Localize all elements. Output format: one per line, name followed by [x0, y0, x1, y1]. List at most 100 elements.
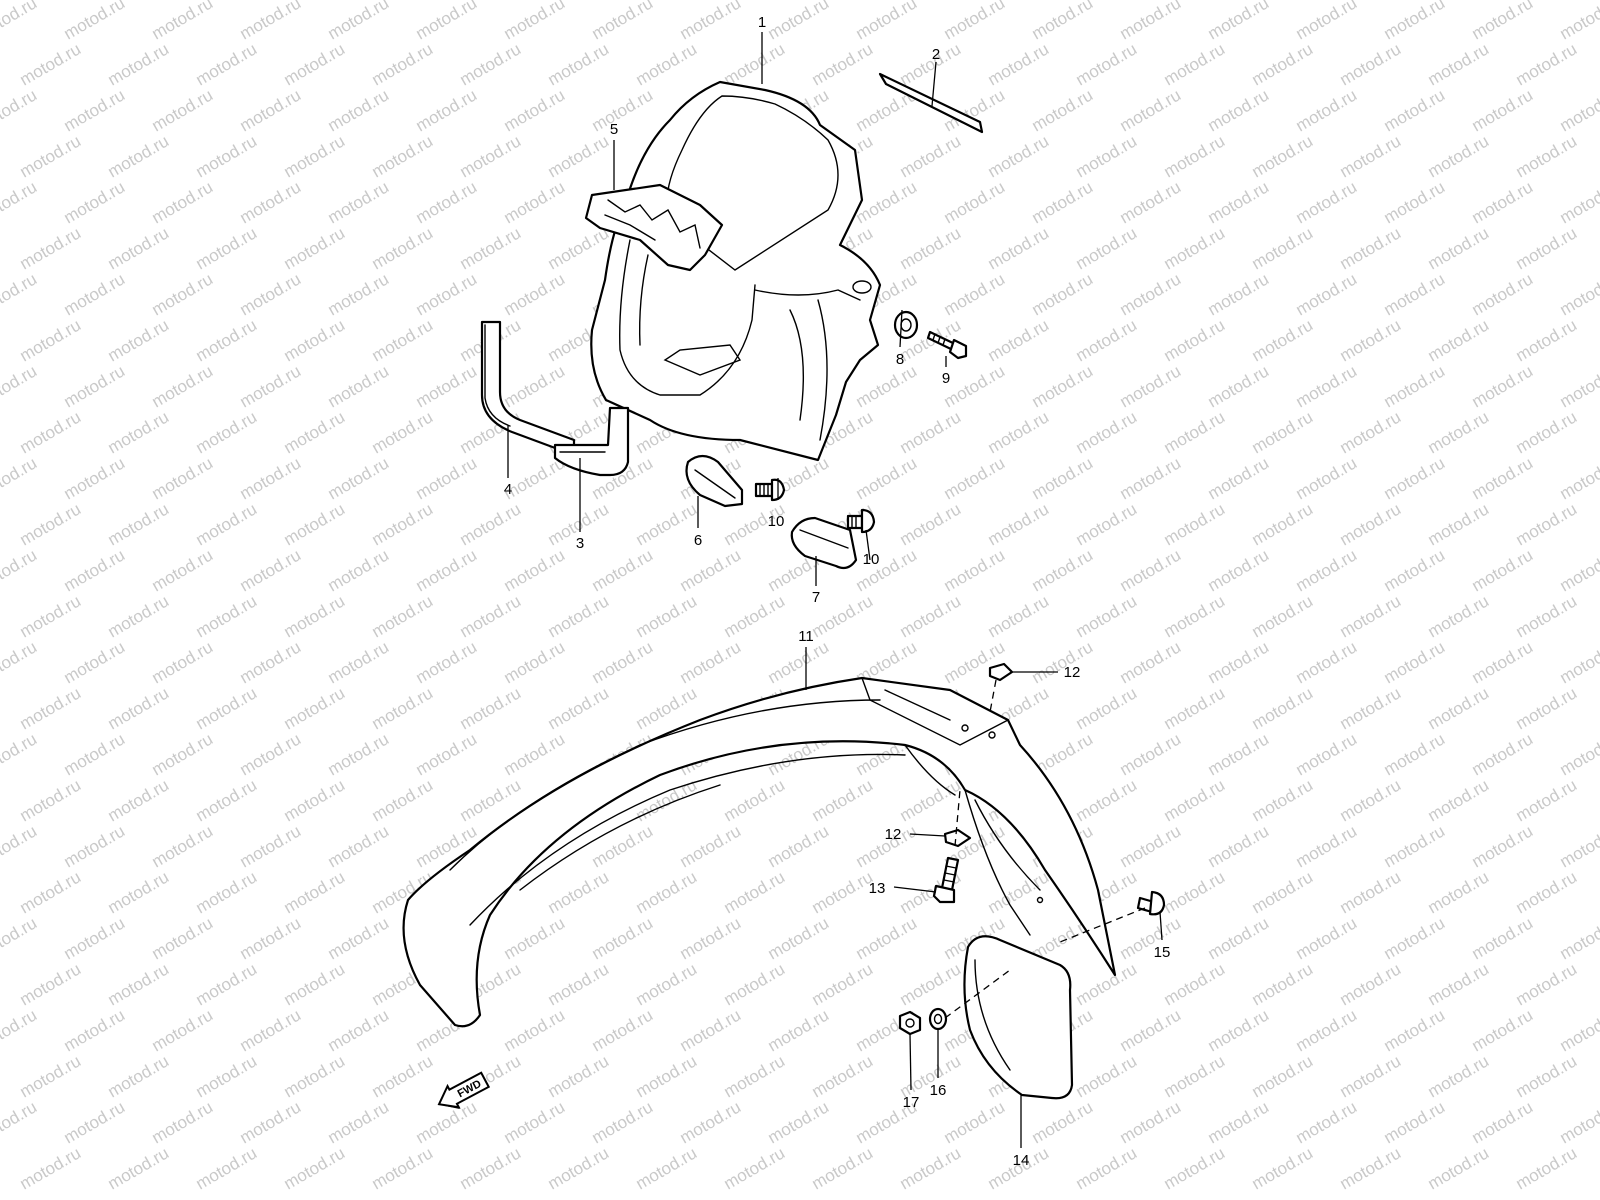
watermark-text: motod.ru [0, 361, 40, 411]
watermark-text: motod.ru [501, 269, 569, 319]
watermark-text: motod.ru [1513, 1143, 1581, 1193]
watermark-text: motod.ru [1293, 821, 1361, 871]
watermark-text: motod.ru [325, 85, 393, 135]
watermark-text: motod.ru [501, 0, 569, 43]
watermark-text: motod.ru [1557, 637, 1600, 687]
watermark-text: motod.ru [105, 775, 173, 825]
watermark-text: motod.ru [237, 0, 305, 43]
watermark-text: motod.ru [589, 1005, 657, 1055]
screw-15 [1136, 890, 1166, 916]
watermark-text: motod.ru [1205, 85, 1273, 135]
watermark-text: motod.ru [1557, 545, 1600, 595]
watermark-text: motod.ru [61, 85, 129, 135]
watermark-text: motod.ru [1205, 729, 1273, 779]
watermark-text: motod.ru [589, 821, 657, 871]
watermark-text: motod.ru [1557, 913, 1600, 963]
turn-signal-mount-6 [685, 454, 744, 508]
watermark-text: motod.ru [1337, 131, 1405, 181]
callout-5: 5 [610, 121, 618, 138]
watermark-text: motod.ru [897, 39, 965, 89]
watermark-text: motod.ru [237, 637, 305, 687]
callout-10a: 10 [768, 513, 785, 530]
watermark-text: motod.ru [17, 315, 85, 365]
watermark-text: motod.ru [765, 1005, 833, 1055]
watermark-text: motod.ru [1293, 637, 1361, 687]
watermark-text: motod.ru [1469, 1005, 1537, 1055]
watermark-text: motod.ru [545, 591, 613, 641]
watermark-text: motod.ru [237, 85, 305, 135]
watermark-text: motod.ru [1161, 131, 1229, 181]
watermark-text: motod.ru [897, 499, 965, 549]
watermark-text: motod.ru [17, 959, 85, 1009]
watermark-text: motod.ru [501, 177, 569, 227]
watermark-text: motod.ru [237, 821, 305, 871]
watermark-text: motod.ru [985, 131, 1053, 181]
watermark-text: motod.ru [1557, 177, 1600, 227]
watermark-text: motod.ru [193, 1143, 261, 1193]
watermark-text: motod.ru [1161, 591, 1229, 641]
watermark-text: motod.ru [897, 407, 965, 457]
watermark-text: motod.ru [1117, 177, 1185, 227]
bracket-3 [553, 406, 630, 477]
watermark-text: motod.ru [1073, 1051, 1141, 1101]
watermark-text: motod.ru [237, 1097, 305, 1147]
watermark-text: motod.ru [589, 1097, 657, 1147]
watermark-text: motod.ru [17, 683, 85, 733]
callout-7: 7 [812, 589, 820, 606]
watermark-text: motod.ru [149, 637, 217, 687]
watermark-text: motod.ru [457, 499, 525, 549]
watermark-text: motod.ru [281, 39, 349, 89]
watermark-text: motod.ru [1117, 453, 1185, 503]
washer-8 [893, 310, 919, 340]
watermark-text: motod.ru [1029, 1097, 1097, 1147]
watermark-text: motod.ru [1513, 959, 1581, 1009]
watermark-text: motod.ru [149, 85, 217, 135]
watermark-text: motod.ru [1293, 177, 1361, 227]
watermark-text: motod.ru [0, 729, 40, 779]
watermark-text: motod.ru [457, 591, 525, 641]
watermark-text: motod.ru [0, 637, 40, 687]
watermark-text: motod.ru [281, 315, 349, 365]
watermark-text: motod.ru [17, 1143, 85, 1193]
watermark-text: motod.ru [1425, 223, 1493, 273]
watermark-text: motod.ru [193, 591, 261, 641]
mud-flap-14 [963, 935, 1074, 1100]
watermark-text: motod.ru [1557, 85, 1600, 135]
watermark-text: motod.ru [1293, 361, 1361, 411]
watermark-text: motod.ru [545, 39, 613, 89]
watermark-text: motod.ru [1557, 821, 1600, 871]
watermark-text: motod.ru [105, 39, 173, 89]
watermark-text: motod.ru [457, 683, 525, 733]
watermark-text: motod.ru [1293, 1097, 1361, 1147]
callout-9: 9 [942, 370, 950, 387]
watermark-text: motod.ru [1381, 453, 1449, 503]
watermark-text: motod.ru [369, 683, 437, 733]
callout-2: 2 [932, 46, 940, 63]
watermark-text: motod.ru [369, 407, 437, 457]
watermark-text: motod.ru [61, 821, 129, 871]
watermark-text: motod.ru [633, 1051, 701, 1101]
watermark-text: motod.ru [413, 361, 481, 411]
watermark-text: motod.ru [1469, 453, 1537, 503]
trim-strip-2 [878, 72, 984, 134]
watermark-text: motod.ru [1425, 1051, 1493, 1101]
watermark-text: motod.ru [1293, 729, 1361, 779]
watermark-text: motod.ru [193, 775, 261, 825]
watermark-text: motod.ru [105, 1143, 173, 1193]
watermark-text: motod.ru [1513, 591, 1581, 641]
watermark-text: motod.ru [1117, 637, 1185, 687]
watermark-text: motod.ru [721, 867, 789, 917]
watermark-text: motod.ru [17, 39, 85, 89]
watermark-text: motod.ru [1073, 591, 1141, 641]
watermark-text: motod.ru [193, 1051, 261, 1101]
watermark-text: motod.ru [1337, 1051, 1405, 1101]
watermark-text: motod.ru [1293, 0, 1361, 43]
watermark-text: motod.ru [501, 85, 569, 135]
watermark-text: motod.ru [325, 177, 393, 227]
watermark-text: motod.ru [677, 1097, 745, 1147]
watermark-text: motod.ru [1425, 315, 1493, 365]
callout-16: 16 [930, 1082, 947, 1099]
watermark-text: motod.ru [17, 591, 85, 641]
watermark-text: motod.ru [61, 453, 129, 503]
watermark-text: motod.ru [1293, 85, 1361, 135]
